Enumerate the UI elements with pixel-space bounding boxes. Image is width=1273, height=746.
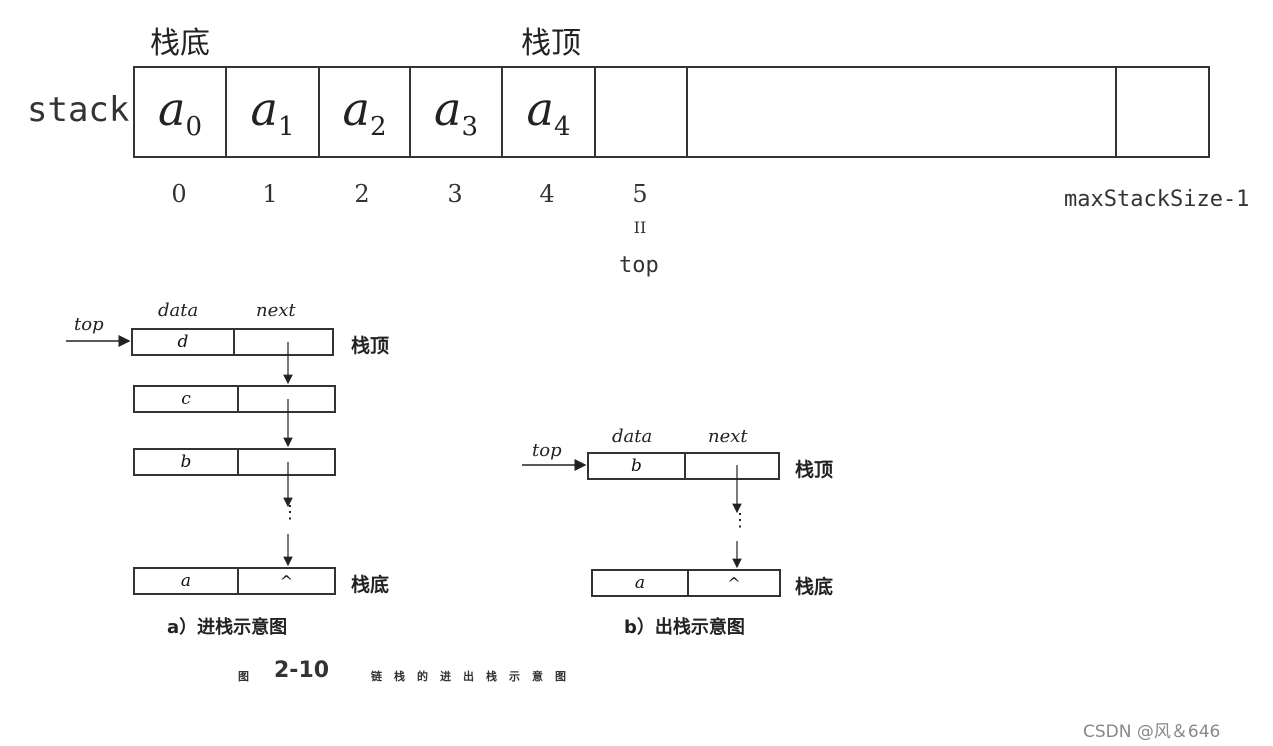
stack-name-label: stack — [27, 90, 130, 130]
pop-header-next: next — [708, 426, 748, 447]
equals-mark: II — [633, 218, 647, 237]
push-top-label: 栈顶 — [351, 335, 390, 357]
array-stack: a0 a1 a2 a3 a4 — [133, 66, 1210, 158]
array-index-0: 0 — [171, 180, 187, 208]
array-index-4: 4 — [539, 180, 555, 208]
pop-header-data: data — [612, 426, 653, 447]
array-element-0: a0 — [158, 82, 202, 142]
push-node-data: d — [133, 330, 235, 354]
array-element-1: a1 — [250, 82, 295, 142]
array-cell-5-empty — [596, 68, 688, 156]
array-element-4: a4 — [526, 82, 571, 142]
array-cell-gap — [688, 68, 1117, 156]
push-node-data: c — [135, 387, 239, 411]
pop-top-label: 栈顶 — [795, 459, 834, 481]
push-bottom-label: 栈底 — [351, 574, 390, 596]
push-top-pointer: top — [74, 314, 104, 335]
watermark-text: CSDN @风＆646 — [1083, 722, 1221, 742]
push-ellipsis: ⋮ — [281, 502, 299, 523]
array-cell-2: a2 — [320, 68, 411, 156]
array-index-3: 3 — [447, 180, 463, 208]
figure-number: 2-10 — [274, 658, 330, 683]
array-index-5: 5 — [632, 180, 648, 208]
array-top-label: 栈顶 — [521, 26, 581, 61]
pop-caption: b）出栈示意图 — [624, 617, 745, 638]
push-node-a: a ^ — [133, 567, 336, 595]
array-bottom-label: 栈底 — [150, 26, 210, 61]
figure-title: 链栈的进出栈示意图 — [371, 670, 578, 683]
figure-prefix: 图 — [238, 670, 261, 683]
array-top-pointer: top — [619, 253, 659, 278]
push-header-next: next — [256, 300, 296, 321]
pop-node-data: a — [593, 571, 689, 595]
push-caption: a）进栈示意图 — [167, 617, 288, 638]
push-node-d: d — [131, 328, 334, 356]
push-header-data: data — [158, 300, 199, 321]
pop-null-symbol: ^ — [727, 573, 741, 593]
push-node-data: a — [135, 569, 239, 593]
pop-node-a: a ^ — [591, 569, 781, 597]
array-index-1: 1 — [262, 180, 278, 208]
push-node-data: b — [135, 450, 239, 474]
array-cell-4: a4 — [503, 68, 596, 156]
pop-bottom-label: 栈底 — [795, 576, 834, 598]
array-cell-0: a0 — [135, 68, 227, 156]
push-null-symbol: ^ — [279, 571, 294, 591]
array-last-index: maxStackSize-1 — [1064, 187, 1250, 212]
push-node-b: b — [133, 448, 336, 476]
array-element-2: a2 — [342, 82, 387, 142]
pop-node-data: b — [589, 454, 686, 478]
pop-top-pointer: top — [532, 440, 562, 461]
array-cell-3: a3 — [411, 68, 503, 156]
array-cell-1: a1 — [227, 68, 320, 156]
array-index-2: 2 — [354, 180, 370, 208]
push-node-c: c — [133, 385, 336, 413]
array-element-3: a3 — [434, 82, 478, 142]
pop-ellipsis: ⋮ — [731, 510, 749, 531]
pop-node-b: b — [587, 452, 780, 480]
